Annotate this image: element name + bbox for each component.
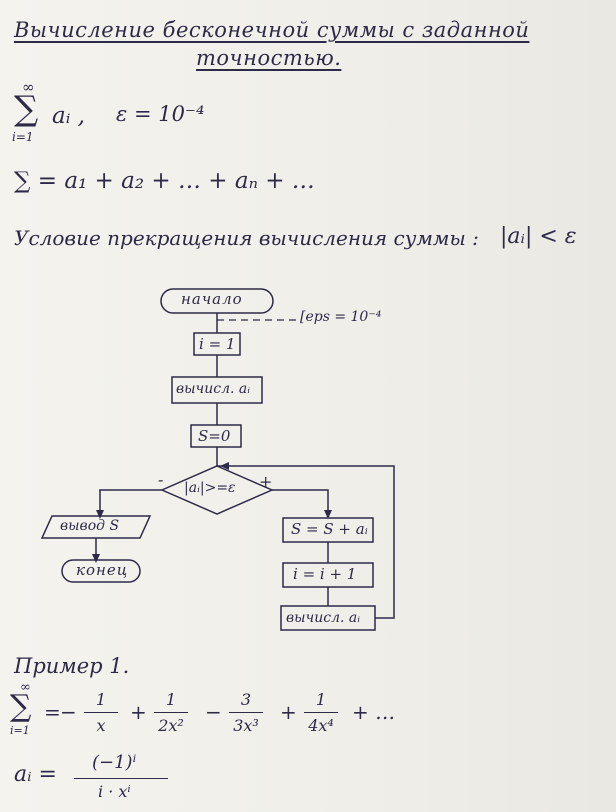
sum-term: aᵢ , bbox=[52, 103, 85, 129]
example-sum-upper: ∞ bbox=[20, 680, 31, 695]
edge-loop-back bbox=[217, 465, 395, 619]
term-numerator: 3 bbox=[240, 690, 252, 709]
comment-label: [eps = 10⁻⁴ bbox=[300, 309, 382, 325]
example-heading: Пример 1. bbox=[14, 654, 130, 678]
decision-yes-label: + bbox=[259, 472, 273, 491]
term-fraction-bar bbox=[154, 712, 188, 713]
sum-lower-limit: i=1 bbox=[12, 130, 34, 144]
sum-symbol: ∑ bbox=[14, 89, 39, 129]
term-fraction-bar bbox=[229, 712, 263, 713]
inc-i-label: i = i + 1 bbox=[293, 565, 357, 583]
term-fraction-bar bbox=[304, 712, 338, 713]
decision-no-label: - bbox=[158, 470, 164, 489]
term-denominator: x bbox=[96, 716, 106, 735]
init-s-block bbox=[190, 424, 242, 448]
page-title-line-2: точностью. bbox=[196, 46, 342, 70]
arrow-loop-back bbox=[220, 462, 229, 470]
stop-condition-text: Условие прекращения вычисления суммы : bbox=[14, 226, 479, 250]
init-s-label: S=0 bbox=[198, 427, 231, 445]
sum-step-label: S = S + aᵢ bbox=[291, 520, 368, 538]
term-sign: + bbox=[130, 700, 147, 724]
title-line-1: Вычисление бесконечной суммы с заданной bbox=[14, 18, 530, 42]
edge-yes-branch bbox=[272, 489, 329, 516]
end-label: конец bbox=[76, 561, 129, 579]
decision-diamond bbox=[160, 465, 274, 515]
term-denominator: 3x³ bbox=[233, 716, 259, 735]
term-sign: − bbox=[60, 700, 77, 724]
epsilon-value: ε = 10⁻⁴ bbox=[116, 102, 205, 126]
init-i-label: i = 1 bbox=[199, 335, 236, 353]
sum-upper-limit: ∞ bbox=[22, 78, 35, 96]
calc-a-label: вычисл. aᵢ bbox=[176, 381, 251, 397]
example-tail: + … bbox=[352, 700, 396, 724]
stop-condition-expr: |aᵢ| < ε bbox=[500, 224, 577, 249]
example-sum-symbol: ∑ bbox=[10, 689, 32, 724]
term-numerator: 1 bbox=[95, 690, 107, 709]
decision-label: |aᵢ|>=ε bbox=[184, 480, 236, 496]
term-sign: − bbox=[205, 700, 222, 724]
term-numerator: 1 bbox=[165, 690, 177, 709]
output-parallelogram bbox=[40, 515, 152, 539]
arrow-to-end bbox=[92, 554, 100, 563]
ai-numerator: (−1)ⁱ bbox=[92, 752, 137, 773]
ai-denominator: i · xⁱ bbox=[98, 782, 131, 801]
end-terminator bbox=[61, 559, 141, 583]
term-sign: + bbox=[280, 700, 297, 724]
ai-fraction-bar bbox=[74, 778, 168, 779]
ai-lhs: aᵢ = bbox=[14, 762, 57, 787]
example-sum-lower: i=1 bbox=[10, 724, 30, 737]
output-label: вывод S bbox=[60, 518, 120, 534]
term-denominator: 2x² bbox=[158, 716, 184, 735]
term-denominator: 4x⁴ bbox=[308, 716, 334, 735]
start-label: начало bbox=[181, 290, 243, 308]
example-equals: = bbox=[44, 700, 61, 724]
recalc-a-label: вычисл. aᵢ bbox=[286, 610, 361, 626]
series-expansion: ∑ = a₁ + a₂ + … + aₙ + … bbox=[14, 168, 315, 194]
page-title: Вычисление бесконечной суммы с заданной bbox=[14, 18, 529, 42]
arrow-to-output bbox=[96, 510, 104, 519]
arrow-to-sum bbox=[324, 510, 332, 519]
term-fraction-bar bbox=[84, 712, 118, 713]
edge-no-branch bbox=[99, 489, 162, 516]
term-numerator: 1 bbox=[315, 690, 327, 709]
